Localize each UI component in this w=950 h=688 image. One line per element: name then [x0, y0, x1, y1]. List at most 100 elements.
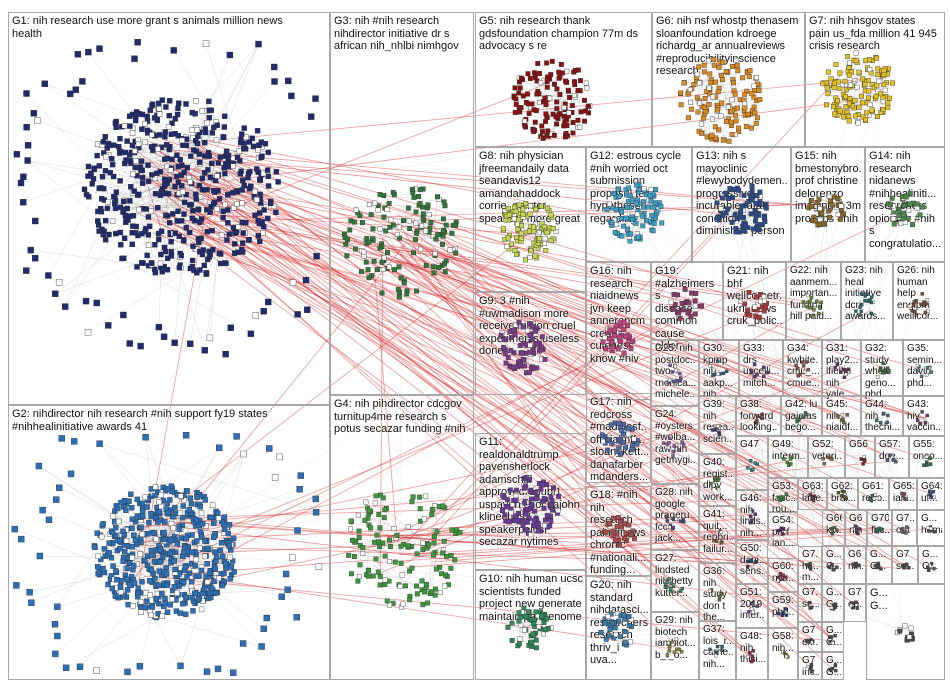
- node[interactable]: [34, 117, 41, 124]
- node[interactable]: [124, 138, 130, 144]
- node[interactable]: [420, 540, 426, 546]
- node[interactable]: [312, 95, 319, 102]
- node[interactable]: [178, 252, 185, 259]
- node[interactable]: [442, 583, 448, 589]
- node[interactable]: [687, 87, 693, 93]
- node[interactable]: [395, 287, 401, 292]
- node[interactable]: [289, 279, 297, 286]
- node[interactable]: [414, 583, 419, 589]
- node[interactable]: [178, 172, 185, 178]
- node[interactable]: [199, 590, 206, 597]
- node[interactable]: [224, 237, 230, 243]
- node[interactable]: [614, 524, 620, 529]
- node[interactable]: [394, 533, 400, 538]
- node[interactable]: [193, 191, 199, 198]
- node[interactable]: [139, 230, 145, 237]
- node[interactable]: [152, 484, 159, 490]
- node[interactable]: [377, 582, 383, 588]
- node[interactable]: [564, 68, 570, 74]
- node[interactable]: [173, 173, 180, 180]
- node[interactable]: [204, 561, 210, 567]
- node[interactable]: [220, 214, 226, 221]
- node[interactable]: [896, 212, 902, 218]
- node[interactable]: [117, 584, 124, 590]
- node[interactable]: [740, 203, 746, 209]
- node[interactable]: [611, 190, 617, 196]
- node[interactable]: [809, 204, 814, 210]
- node[interactable]: [556, 493, 561, 499]
- node[interactable]: [109, 218, 116, 225]
- node[interactable]: [121, 548, 128, 555]
- node[interactable]: [502, 337, 508, 343]
- node[interactable]: [82, 297, 90, 305]
- node[interactable]: [363, 259, 369, 265]
- node[interactable]: [198, 567, 205, 574]
- node[interactable]: [266, 445, 273, 452]
- node[interactable]: [607, 327, 613, 333]
- node[interactable]: [181, 579, 187, 585]
- node[interactable]: [36, 552, 44, 560]
- node[interactable]: [881, 67, 887, 73]
- node[interactable]: [736, 187, 742, 193]
- node[interactable]: [370, 226, 376, 232]
- node[interactable]: [199, 521, 206, 527]
- node[interactable]: [508, 241, 514, 247]
- node[interactable]: [88, 170, 94, 177]
- node[interactable]: [149, 604, 156, 610]
- node[interactable]: [720, 59, 726, 65]
- node[interactable]: [543, 247, 549, 253]
- node[interactable]: [396, 224, 402, 230]
- node[interactable]: [196, 596, 202, 602]
- node[interactable]: [542, 357, 548, 362]
- node[interactable]: [190, 608, 196, 614]
- node[interactable]: [407, 226, 413, 232]
- node[interactable]: [910, 221, 915, 227]
- node[interactable]: [659, 220, 665, 226]
- node[interactable]: [425, 600, 431, 606]
- node[interactable]: [699, 303, 704, 309]
- node[interactable]: [373, 556, 379, 562]
- node[interactable]: [441, 538, 447, 544]
- node[interactable]: [538, 80, 544, 86]
- node[interactable]: [351, 219, 357, 225]
- node[interactable]: [20, 173, 27, 181]
- node[interactable]: [612, 229, 618, 235]
- node[interactable]: [104, 205, 111, 212]
- node[interactable]: [547, 523, 553, 529]
- node[interactable]: [435, 194, 440, 200]
- node[interactable]: [120, 558, 126, 564]
- node[interactable]: [650, 228, 656, 234]
- node[interactable]: [880, 99, 886, 105]
- node[interactable]: [171, 558, 178, 564]
- node[interactable]: [166, 219, 173, 226]
- node[interactable]: [862, 81, 868, 87]
- node[interactable]: [520, 206, 526, 212]
- node[interactable]: [113, 189, 120, 195]
- node[interactable]: [355, 578, 361, 584]
- node[interactable]: [528, 532, 534, 538]
- node[interactable]: [346, 552, 352, 558]
- node[interactable]: [360, 545, 366, 551]
- node[interactable]: [906, 207, 912, 213]
- node[interactable]: [820, 81, 826, 87]
- node[interactable]: [139, 500, 145, 507]
- node[interactable]: [732, 212, 738, 218]
- node[interactable]: [429, 589, 435, 595]
- node[interactable]: [158, 492, 165, 498]
- node[interactable]: [144, 127, 151, 134]
- node[interactable]: [151, 558, 158, 565]
- node[interactable]: [162, 133, 168, 140]
- node[interactable]: [144, 113, 150, 119]
- node[interactable]: [692, 298, 698, 304]
- node[interactable]: [675, 292, 680, 298]
- node[interactable]: [749, 184, 755, 190]
- node[interactable]: [750, 226, 756, 232]
- node[interactable]: [265, 215, 271, 222]
- node[interactable]: [220, 521, 227, 528]
- node[interactable]: [157, 168, 164, 175]
- node[interactable]: [297, 472, 304, 479]
- node[interactable]: [520, 357, 526, 362]
- node[interactable]: [631, 436, 637, 442]
- node[interactable]: [874, 55, 880, 61]
- node[interactable]: [343, 241, 349, 247]
